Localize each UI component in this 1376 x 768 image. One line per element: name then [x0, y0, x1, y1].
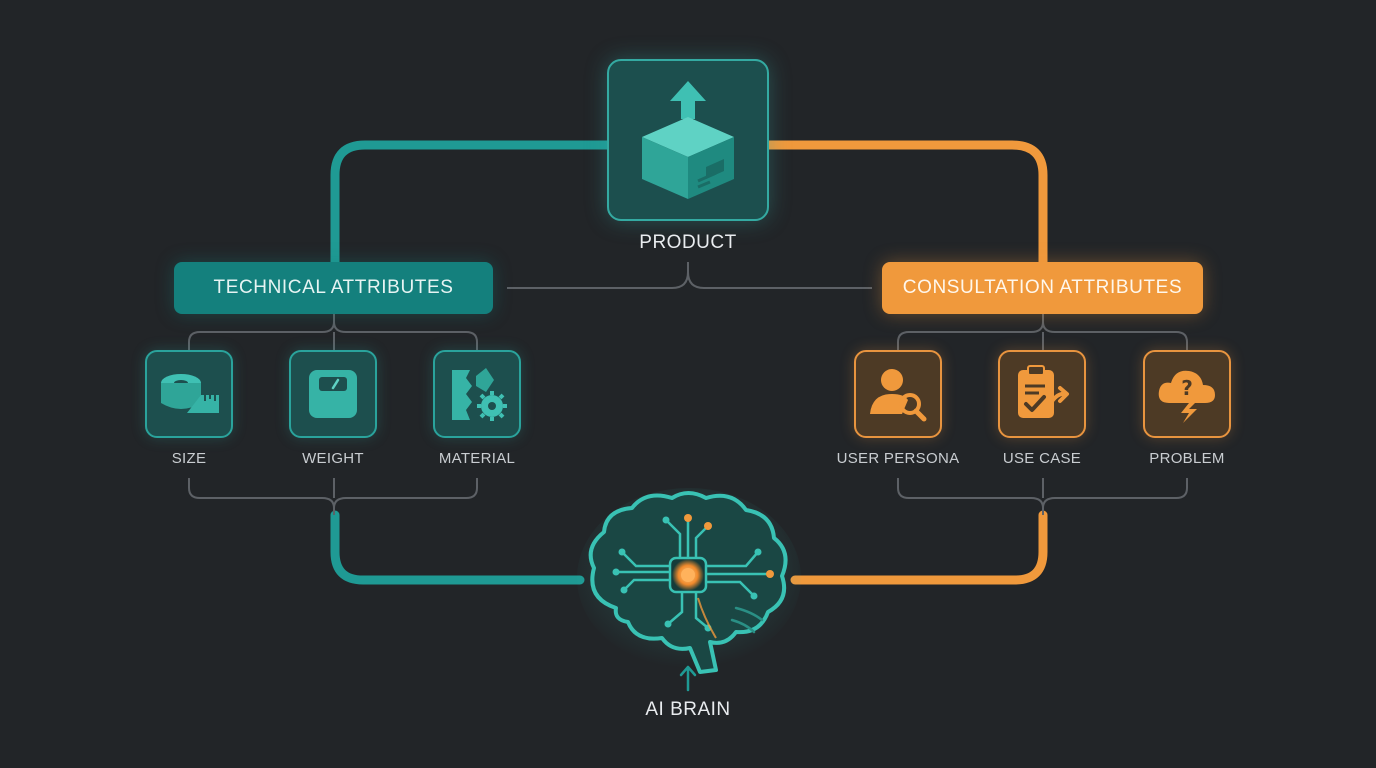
brain-label: AI BRAIN	[645, 699, 731, 720]
consultation-bracket-bottom	[897, 478, 1188, 515]
brain-chip-icon	[577, 488, 801, 674]
teal-connector-bottom	[330, 510, 585, 585]
consultation-attributes-pill[interactable]: CONSULTATION ATTRIBUTES	[882, 262, 1203, 314]
technical-bracket-bottom	[188, 478, 478, 515]
orange-connector-bottom	[790, 510, 1048, 585]
product-label: PRODUCT	[639, 232, 737, 253]
weight-tile[interactable]	[289, 350, 377, 438]
technical-attributes-pill[interactable]: TECHNICAL ATTRIBUTES	[174, 262, 493, 314]
orange-connector-top	[764, 140, 1048, 267]
svg-text:?: ?	[1181, 376, 1193, 400]
cloud-question-icon: ?	[1158, 370, 1215, 423]
scale-icon	[309, 370, 357, 418]
tape-measure-icon	[161, 374, 219, 413]
use-case-label: USE CASE	[1002, 450, 1082, 467]
product-bracket	[507, 262, 872, 289]
material-gear-icon	[452, 368, 507, 421]
teal-connector-top	[330, 140, 612, 267]
problem-label: PROBLEM	[1149, 450, 1225, 467]
material-label: MATERIAL	[438, 450, 516, 467]
clipboard-check-icon	[1018, 365, 1069, 418]
technical-bracket-top	[188, 314, 478, 350]
consultation-bracket-top	[897, 314, 1188, 350]
size-tile[interactable]	[145, 350, 233, 438]
material-tile[interactable]	[433, 350, 521, 438]
user-persona-tile[interactable]	[854, 350, 942, 438]
user-persona-label: USER PERSONA	[836, 450, 960, 467]
problem-tile[interactable]: ?	[1143, 350, 1231, 438]
use-case-tile[interactable]	[998, 350, 1086, 438]
weight-label: WEIGHT	[302, 450, 364, 467]
user-search-icon	[870, 369, 927, 422]
product-node[interactable]	[607, 59, 769, 221]
size-label: SIZE	[171, 450, 207, 467]
package-upload-icon	[642, 81, 734, 199]
